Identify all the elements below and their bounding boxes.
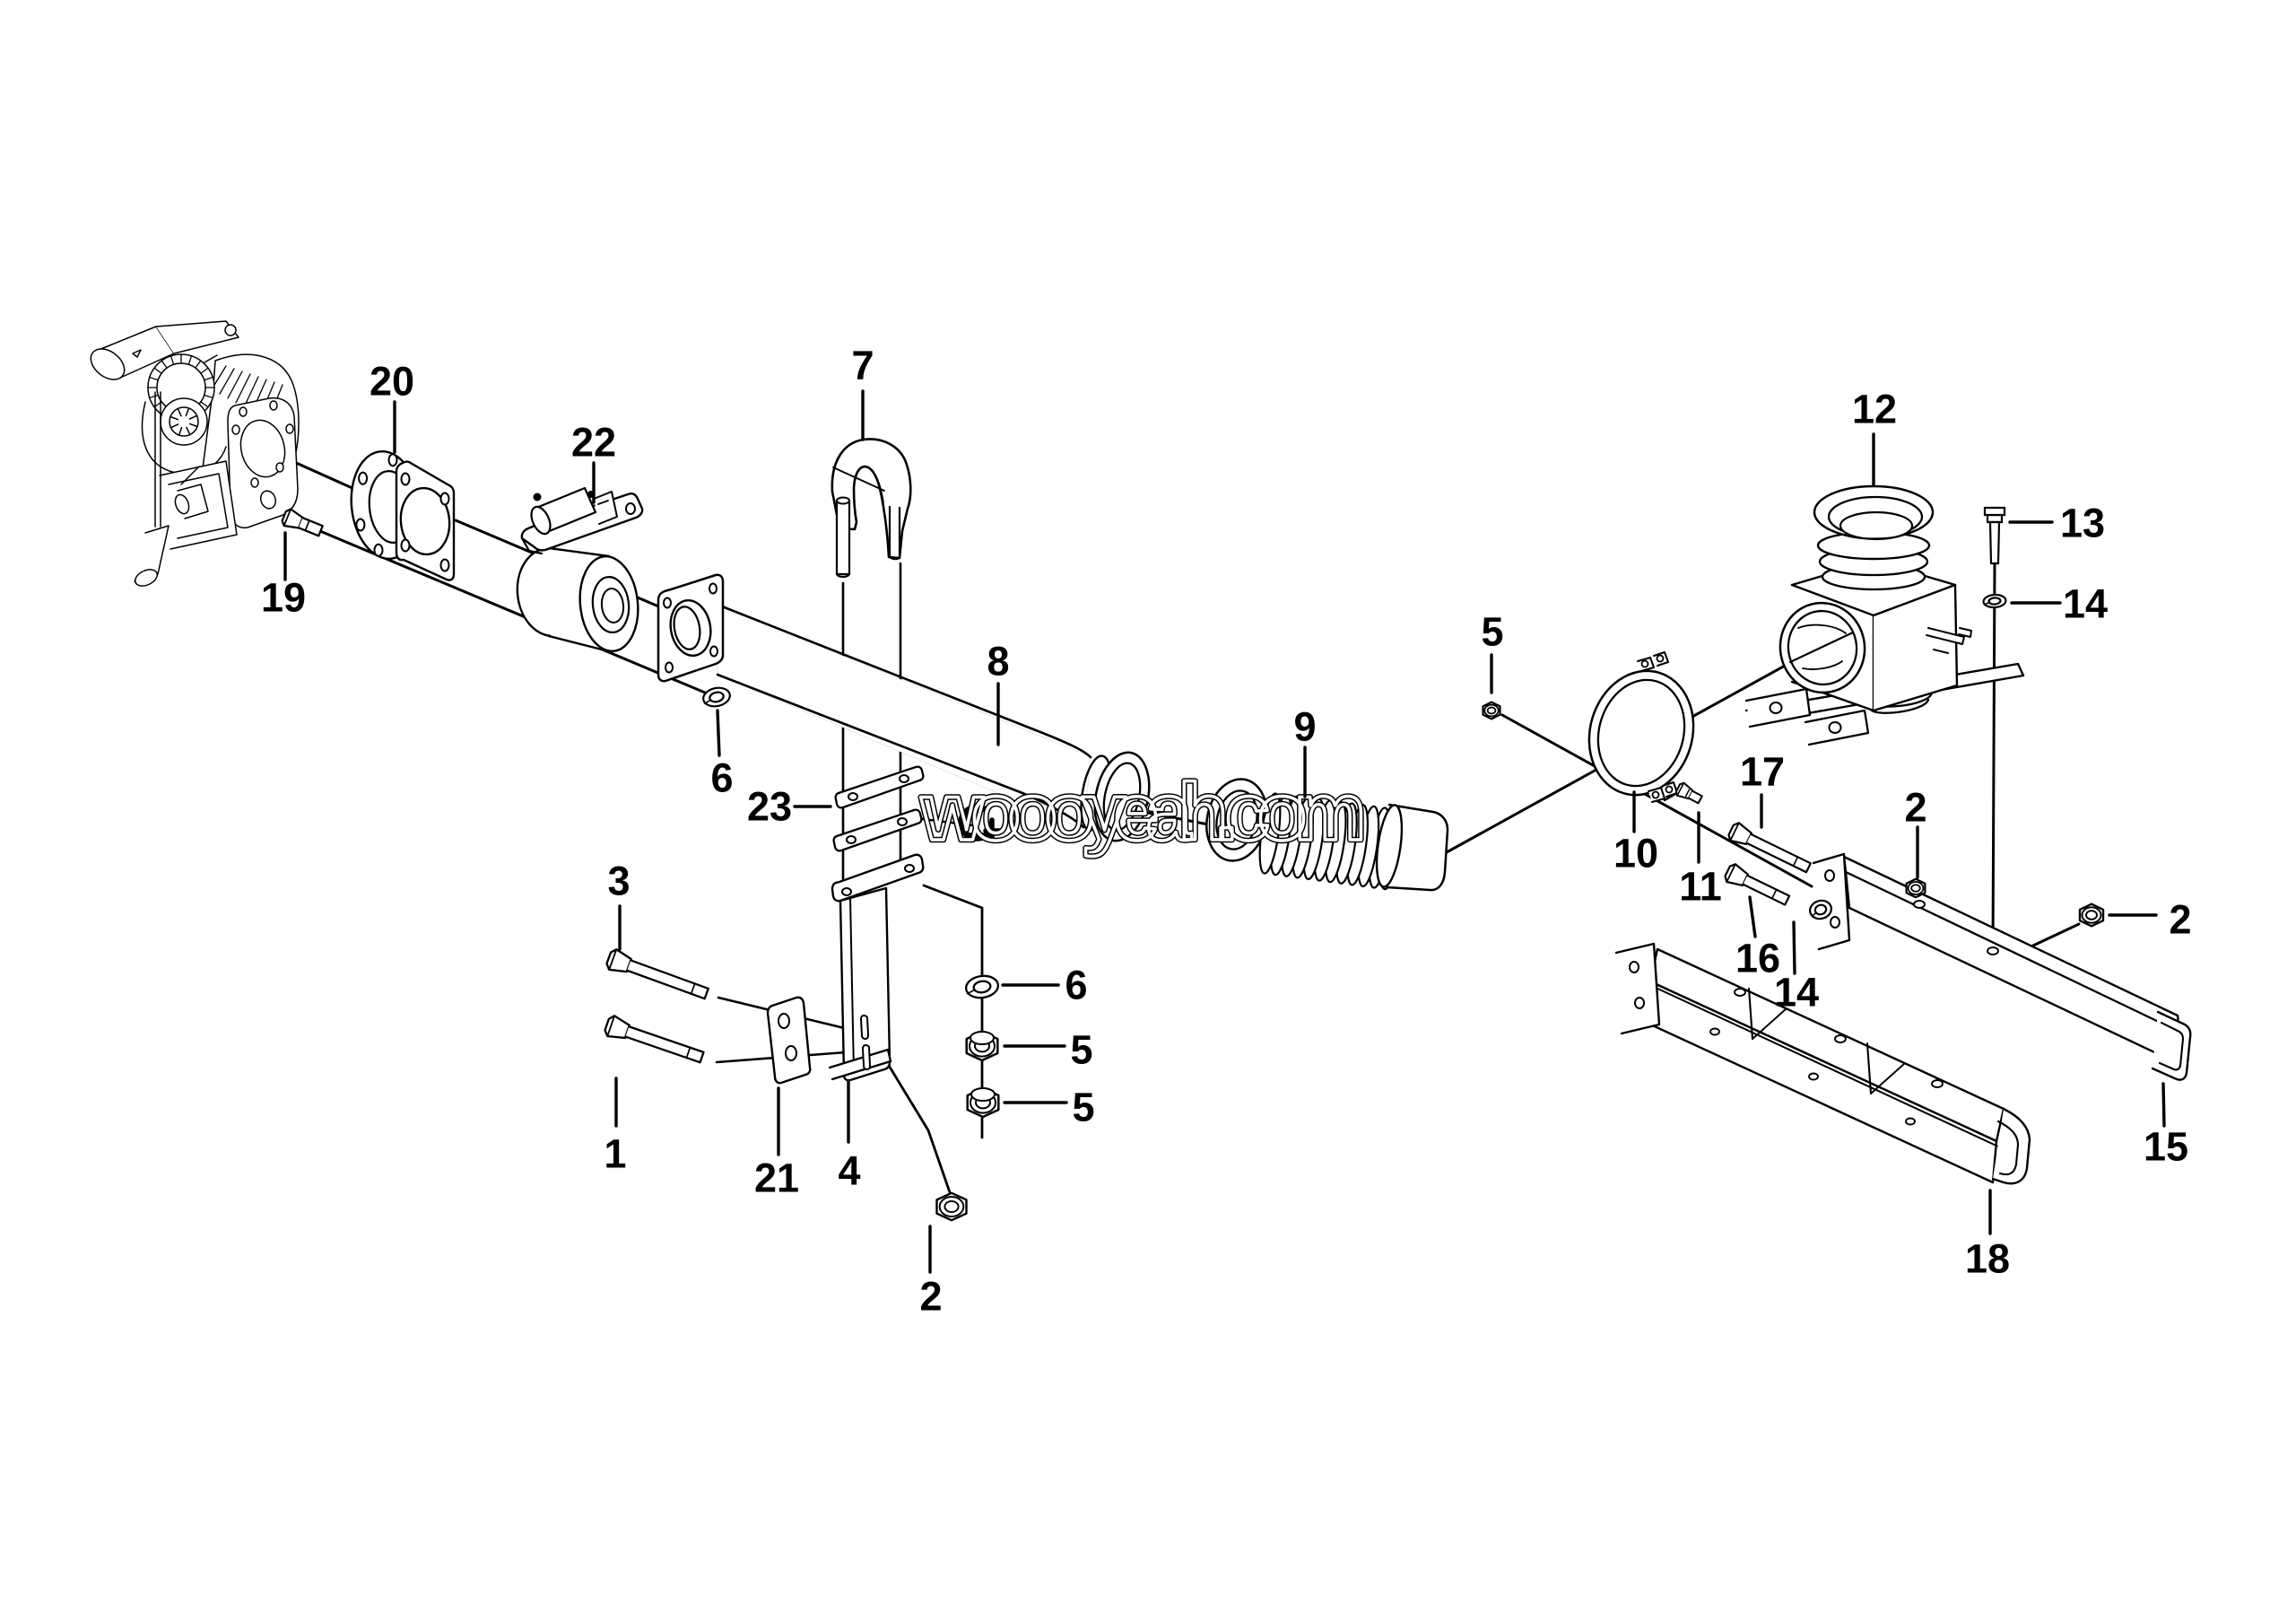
svg-text:19: 19 bbox=[261, 575, 306, 621]
svg-text:5: 5 bbox=[1481, 609, 1503, 655]
svg-text:6: 6 bbox=[1065, 963, 1087, 1008]
svg-text:5: 5 bbox=[1072, 1085, 1094, 1130]
svg-text:2: 2 bbox=[2169, 897, 2191, 943]
svg-text:9: 9 bbox=[1293, 704, 1316, 750]
svg-text:5: 5 bbox=[1070, 1027, 1092, 1073]
svg-text:21: 21 bbox=[754, 1155, 799, 1201]
svg-text:20: 20 bbox=[370, 359, 414, 405]
svg-text:1: 1 bbox=[604, 1131, 626, 1177]
svg-text:10: 10 bbox=[1613, 831, 1658, 876]
svg-text:2: 2 bbox=[1904, 785, 1926, 831]
svg-text:6: 6 bbox=[710, 755, 733, 801]
svg-text:11: 11 bbox=[1679, 864, 1722, 910]
svg-text:2: 2 bbox=[919, 1274, 942, 1320]
svg-text:18: 18 bbox=[1965, 1236, 2010, 1282]
svg-text:15: 15 bbox=[2144, 1124, 2188, 1170]
svg-text:7: 7 bbox=[851, 343, 874, 388]
svg-text:22: 22 bbox=[571, 420, 616, 466]
svg-text:14: 14 bbox=[2063, 581, 2108, 627]
svg-text:12: 12 bbox=[1852, 387, 1897, 432]
svg-text:14: 14 bbox=[1774, 970, 1819, 1016]
svg-text:4: 4 bbox=[838, 1148, 860, 1194]
svg-text:13: 13 bbox=[2060, 501, 2105, 546]
svg-text:23: 23 bbox=[747, 784, 792, 830]
svg-text:3: 3 bbox=[607, 859, 630, 904]
svg-text:woooyeah.com: woooyeah.com bbox=[920, 768, 1361, 858]
svg-text:16: 16 bbox=[1735, 936, 1780, 981]
svg-text:17: 17 bbox=[1740, 749, 1785, 795]
svg-text:8: 8 bbox=[987, 639, 1009, 685]
svg-text:woooyeah.com: woooyeah.com bbox=[920, 768, 1361, 858]
